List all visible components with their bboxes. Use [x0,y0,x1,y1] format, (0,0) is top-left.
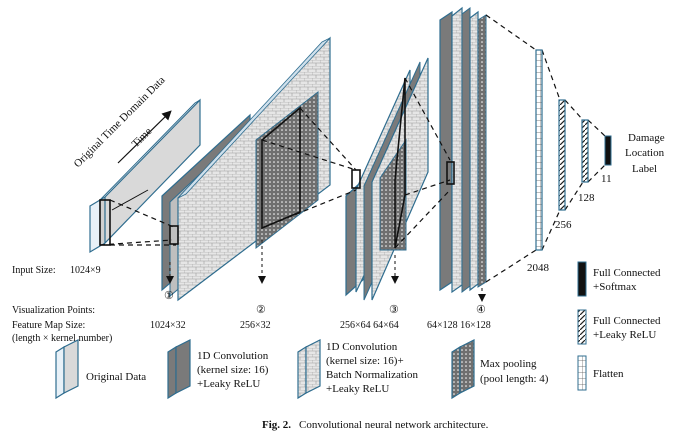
visualization-points-label: Visualization Points: [12,305,95,316]
stage3-layers [439,6,487,294]
output-label-3: Label [632,163,657,175]
fc-128-layer [581,119,589,183]
legend-fc-softmax-line2: +Softmax [593,281,637,293]
legend-original-text: Original Data [86,371,146,383]
fc-size-128: 128 [578,192,595,204]
legend-fc-leaky: Full Connected +Leaky ReLU [577,309,661,345]
point-mark-2: ② [256,304,266,316]
visualization-arrows [166,240,486,302]
legend-conv1: 1D Convolution (kernel size: 16) +Leaky … [167,339,269,400]
legend-conv1-line1: 1D Convolution [197,350,269,362]
fc-256-layer [558,99,566,211]
legend-flatten: Flatten [577,355,624,391]
point-size-2: 256×32 [240,320,271,331]
input-kernel-arrow [111,189,149,211]
kernel-box-2 [351,169,361,189]
output-label-2: Location [625,147,665,159]
caption-fig: Fig. 2. [262,419,291,431]
point-size-3: 256×64 64×64 [340,320,399,331]
legend-fc-softmax: Full Connected +Softmax [577,261,661,297]
legend-conv2: 1D Convolution (kernel size: 16)+ Batch … [297,339,418,400]
input-layer [89,98,201,254]
stage1-layers [161,36,331,302]
fc-softmax-layer [604,135,612,166]
kernel-box-1 [169,225,179,245]
legend-fc-leaky-line1: Full Connected [593,315,661,327]
kernel-box-3 [446,161,455,185]
pool1-layer [255,90,319,250]
feature-map-sub: (length × kernel number) [12,333,112,344]
legend-flatten-text: Flatten [593,368,624,380]
input-size-label: Input Size: [12,265,56,276]
connector-2-3 [394,77,451,249]
point-size-1: 1024×32 [150,320,186,331]
point-mark-3: ③ [389,304,399,316]
point-size-4: 64×128 16×128 [427,320,491,331]
legend-pool-line2: (pool length: 4) [480,373,549,385]
figure-caption: Fig. 2. Convolutional neural network arc… [262,415,489,432]
connector-1-2 [261,107,357,229]
legend-conv2-line2: (kernel size: 16)+ [326,355,404,367]
point-mark-4: ④ [476,304,486,316]
legend-fc-leaky-line2: +Leaky ReLU [593,329,656,341]
point-mark-1: ① [164,290,174,302]
input-size-value: 1024×9 [70,265,101,276]
time-arrow [117,110,172,164]
connector-fc [485,14,606,283]
legend-pool: Max pooling (pool length: 4) [451,339,549,400]
fc-size-256: 256 [555,219,572,231]
legend: Original Data 1D Convolution (kernel siz… [55,261,661,400]
feature-map-label: Feature Map Size: [12,320,85,331]
fc-size-2048: 2048 [527,262,550,274]
legend-fc-softmax-line1: Full Connected [593,267,661,279]
output-label-1: Damage [628,132,665,144]
legend-conv2-line1: 1D Convolution [326,341,398,353]
legend-conv1-line2: (kernel size: 16) [197,364,269,376]
legend-pool-line1: Max pooling [480,358,537,370]
connector-0-1 [99,199,177,246]
stage2-layers [345,57,429,301]
time-label: Time [130,125,155,150]
legend-conv2-line4: +Leaky ReLU [326,383,389,395]
fc-size-11: 11 [601,173,612,185]
flatten-layer [535,49,543,251]
legend-original: Original Data [55,339,146,400]
caption-text: Convolutional neural network architectur… [299,419,489,431]
legend-conv2-line3: Batch Normalization [326,369,418,381]
legend-conv1-line3: +Leaky ReLU [197,378,260,390]
